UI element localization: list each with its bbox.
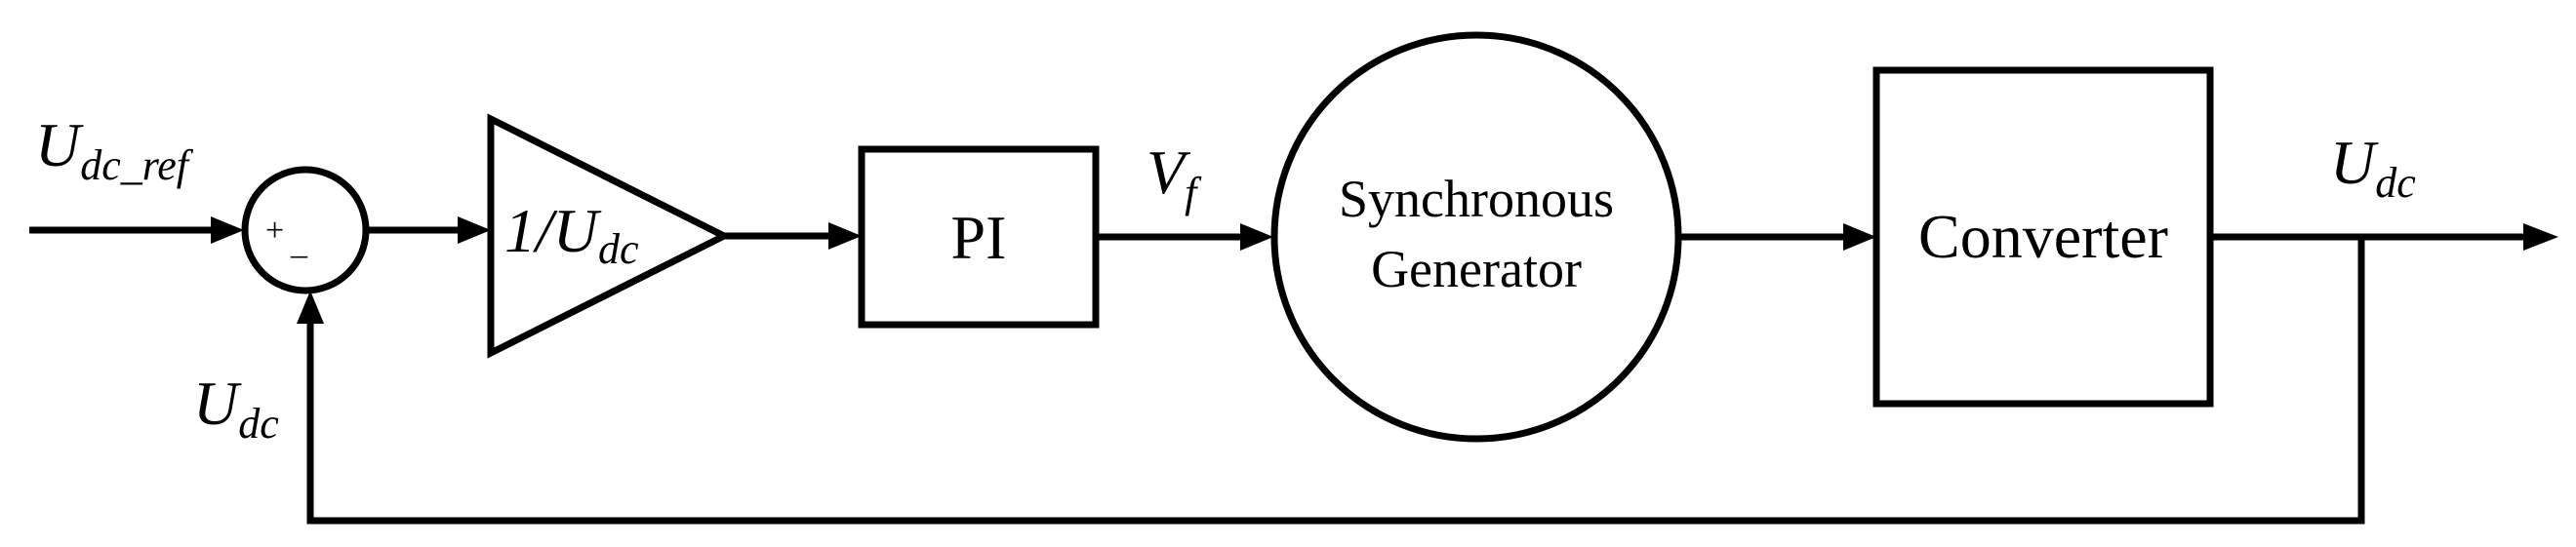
junction-to-gain-arrow	[458, 216, 491, 244]
reference-signal-sub: dc_ref	[80, 141, 194, 189]
field-voltage-sub: f	[1185, 169, 1202, 216]
summing-minus-sign: _	[290, 225, 308, 261]
feedback-signal-base: U	[193, 369, 242, 438]
output-signal-base: U	[2330, 128, 2379, 197]
synchronous-generator-block	[1270, 31, 1682, 443]
generator-to-converter-arrow	[1843, 223, 1876, 251]
gain-to-pi-arrow	[828, 222, 862, 250]
summing-plus-sign: +	[265, 213, 284, 249]
feedback-arrow	[297, 291, 324, 324]
feedback-signal-sub: dc	[238, 400, 279, 448]
gain-label-base: 1/U	[504, 196, 602, 265]
pi-label: PI	[951, 203, 1007, 272]
generator-label-line1: Synchronous	[1339, 170, 1614, 228]
gain-label-sub: dc	[598, 225, 639, 273]
generator-label-line2: Generator	[1371, 240, 1582, 298]
reference-signal-base: U	[35, 110, 84, 179]
gain-label: 1/Udc	[504, 196, 639, 273]
reference-input-arrow	[211, 216, 244, 244]
output-arrow	[2523, 223, 2558, 251]
output-signal-sub: dc	[2375, 159, 2416, 207]
converter-block	[1872, 66, 2214, 408]
gain-block	[487, 113, 732, 359]
feedback-path	[306, 237, 2365, 525]
reference-signal-label: Udc_ref	[35, 110, 194, 189]
field-voltage-base: V	[1147, 137, 1191, 207]
pi-to-generator-arrow	[1240, 223, 1273, 251]
converter-label: Converter	[1918, 202, 2168, 271]
field-voltage-label: Vf	[1147, 137, 1202, 216]
feedback-signal-label: Udc	[193, 369, 279, 448]
output-signal-label: Udc	[2330, 128, 2416, 207]
